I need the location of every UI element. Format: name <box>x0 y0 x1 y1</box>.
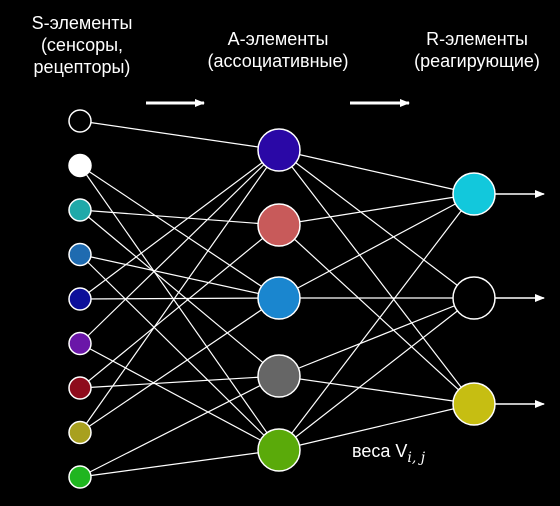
connections <box>79 120 475 478</box>
edge-s3-a4 <box>79 209 280 377</box>
s-elements-subtitle-2: рецепторы) <box>33 57 131 77</box>
a-elements-label: А-элементы (ассоциативные) <box>186 28 370 72</box>
edge-s4-a3 <box>79 253 280 299</box>
edge-a5-r3 <box>278 403 475 451</box>
edge-s2-a3 <box>79 165 280 299</box>
s-node-8 <box>68 420 92 445</box>
edge-s2-a5 <box>79 165 280 451</box>
r-node-1 <box>452 172 496 216</box>
s-elements-title: S-элементы <box>31 13 133 33</box>
s-node-5 <box>68 287 92 311</box>
s-elements-subtitle-1: (сенсоры, <box>40 35 124 55</box>
edge-s9-a4 <box>79 375 280 478</box>
a-node-3 <box>257 276 301 320</box>
r-elements-label: R-элементы (реагирующие) <box>397 28 557 72</box>
edge-a2-r3 <box>278 224 475 405</box>
s-node-7 <box>68 376 92 400</box>
nodes <box>68 109 496 489</box>
r-elements-subtitle: (реагирующие) <box>414 51 540 71</box>
edge-a5-r1 <box>278 193 475 451</box>
edge-s9-a5 <box>79 449 280 478</box>
edge-s7-a4 <box>79 375 280 389</box>
weights-label: веса Vi, j <box>352 441 425 466</box>
s-node-1 <box>68 109 92 133</box>
edge-s6-a1 <box>79 149 280 344</box>
weights-subscript: i, j <box>407 450 426 466</box>
a-node-2 <box>257 203 301 247</box>
a-elements-title: А-элементы <box>227 29 329 49</box>
edge-s7-a2 <box>79 224 280 389</box>
edge-a4-r2 <box>278 297 475 377</box>
edge-a3-r1 <box>278 193 475 299</box>
s-node-3 <box>68 198 92 222</box>
edge-a1-r3 <box>278 149 475 405</box>
s-node-2 <box>68 153 92 178</box>
a-node-4 <box>257 354 301 398</box>
edge-a1-r2 <box>278 149 475 299</box>
s-node-6 <box>68 331 92 356</box>
s-node-9 <box>68 465 92 489</box>
edge-s3-a2 <box>79 209 280 226</box>
r-elements-title: R-элементы <box>426 29 528 49</box>
weights-text: веса V <box>352 441 408 461</box>
s-node-4 <box>68 242 92 267</box>
r-node-3 <box>452 382 496 426</box>
output-arrows <box>495 190 545 408</box>
s-elements-label: S-элементы (сенсоры, рецепторы) <box>0 12 164 78</box>
edge-a5-r2 <box>278 297 475 451</box>
edge-s5-a3 <box>79 297 280 300</box>
edge-a2-r1 <box>278 193 475 226</box>
edge-s8-a1 <box>79 149 280 433</box>
r-node-2 <box>452 276 496 320</box>
edge-s6-a5 <box>79 342 280 451</box>
edge-a4-r3 <box>278 375 475 405</box>
a-elements-subtitle: (ассоциативные) <box>207 51 349 71</box>
edge-s1-a1 <box>79 120 280 151</box>
edge-s4-a5 <box>79 254 280 451</box>
edge-a1-r1 <box>278 149 475 195</box>
a-node-5 <box>257 428 301 472</box>
a-node-1 <box>257 128 301 172</box>
edge-s8-a3 <box>79 297 280 433</box>
edge-s5-a1 <box>79 149 280 300</box>
